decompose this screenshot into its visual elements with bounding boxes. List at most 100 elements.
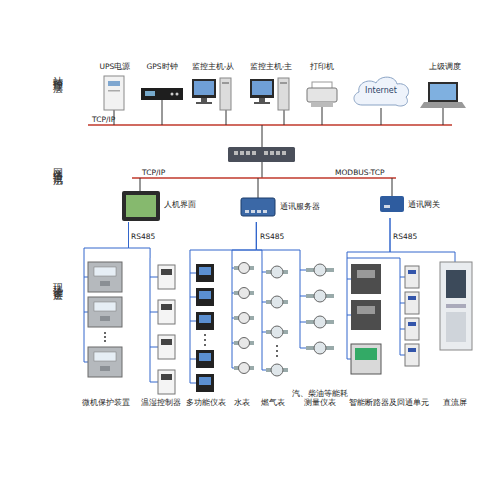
node-label: 水表 — [224, 398, 260, 408]
gas-meter-icon — [271, 326, 283, 338]
breaker-icon — [405, 266, 419, 288]
breaker-icon — [408, 322, 416, 326]
breaker-icon — [351, 300, 381, 330]
controller-icon — [158, 370, 175, 394]
comm-gateway-node: 通讯网关 — [378, 192, 458, 218]
protection-device-icon — [104, 336, 106, 338]
water-meter-icon — [239, 288, 250, 299]
node-label: 人机界面 — [164, 200, 196, 210]
node-label: 通讯网关 — [408, 200, 440, 210]
layer-label: 现场设备层 — [50, 275, 64, 285]
node-label: 直流屏 — [429, 398, 481, 408]
gateway-icon — [384, 205, 390, 208]
dc-panel-icon — [446, 270, 466, 298]
protection-device-icon — [88, 262, 122, 377]
node-label: 汽、柴油等能耗 测量仪表 — [286, 389, 354, 408]
node-text: 直流屏 — [429, 398, 481, 408]
fuel-meter-column: 汽、柴油等能耗 测量仪表 — [290, 258, 350, 408]
breaker-icon — [405, 292, 419, 314]
fuel-meter-icon — [314, 316, 326, 328]
multifunction-meter-icon — [196, 288, 214, 306]
controller-icon — [158, 265, 175, 289]
rs485-wire — [84, 258, 88, 362]
node-text: 监控主机-主 — [236, 62, 306, 71]
controller-column: 温湿控制器 — [140, 258, 182, 408]
node-label: 打印机 — [294, 62, 350, 71]
layer-label: 网络通讯层 — [50, 160, 64, 170]
breaker-icon — [351, 264, 419, 374]
water-meter-icon — [239, 313, 250, 324]
multifunction-meter-icon — [204, 334, 206, 336]
rs485-connector — [190, 222, 256, 258]
fuel-meter-icon — [314, 264, 326, 276]
protection-device-icon — [100, 281, 110, 286]
protocol-label: TCP/IP — [92, 115, 115, 124]
gps-icon — [141, 88, 183, 100]
multifunction-meter-icon — [199, 267, 211, 275]
node-label: Internet — [350, 74, 412, 108]
laptop-icon — [420, 82, 466, 108]
node-label: 通讯服务器 — [280, 202, 320, 212]
gps-icon — [171, 93, 174, 96]
bus-label: RS485 — [131, 232, 155, 241]
ups-icon — [104, 76, 124, 110]
rs485-wire — [455, 258, 456, 262]
rs485-wire — [300, 258, 306, 348]
breaker-icon — [355, 348, 377, 360]
host-icon — [192, 79, 216, 98]
multifunction-meter-icon — [196, 350, 214, 368]
protection-device-icon — [88, 262, 122, 292]
printer-icon — [307, 88, 337, 102]
node-label: 智能断路器及回通单元 — [341, 398, 437, 408]
host-icon — [250, 78, 289, 110]
breaker-icon — [408, 296, 416, 300]
dispatch-node: 上级调度 — [420, 62, 470, 112]
gas-meter-column: 燃气表 — [256, 258, 290, 408]
node-label: 微机保护装置 — [76, 398, 136, 408]
node-label: 上级调度 — [412, 62, 478, 71]
breaker-icon — [405, 344, 419, 366]
gas-meter-icon — [276, 345, 278, 347]
controller-icon — [158, 265, 175, 394]
host-icon — [220, 78, 231, 110]
protection-device-icon — [88, 297, 122, 327]
multifunction-meter-icon — [196, 374, 214, 392]
hmi-icon — [122, 191, 160, 221]
dc-panel-icon — [440, 262, 472, 350]
protocol-label: MODBUS-TCP — [335, 168, 384, 177]
dc-panel-icon — [446, 312, 466, 342]
node-label: 监控主机-主 — [236, 62, 306, 71]
gas-meter-icon — [276, 350, 278, 352]
protection-device-icon — [100, 316, 110, 321]
multifunction-meter-icon — [204, 344, 206, 346]
protocol-label: TCP/IP — [142, 168, 165, 177]
protection-device-icon — [104, 340, 106, 342]
breaker-icon — [408, 348, 416, 352]
rs485-connector — [84, 222, 128, 258]
hmi-node: 人机界面 — [120, 188, 205, 222]
meter-column: 多功能仪表 — [184, 258, 228, 408]
ethernet-bus — [140, 178, 392, 198]
internet-cloud: Internet — [350, 74, 412, 108]
breaker-icon — [351, 264, 381, 294]
breaker-icon — [408, 270, 416, 274]
host-icon — [201, 98, 207, 102]
comm-server-node: 通讯服务器 — [238, 192, 330, 222]
printer-icon — [311, 102, 333, 107]
ethernet-bus — [132, 177, 396, 179]
node-text: 温湿控制器 — [136, 398, 186, 408]
gas-meter-icon — [271, 296, 283, 308]
host-icon — [259, 98, 265, 102]
water-meter-icon — [234, 263, 254, 374]
rs485-wire — [150, 258, 158, 382]
node-text: 上级调度 — [412, 62, 478, 71]
node-text: 水表 — [224, 398, 260, 408]
dc-panel-icon — [440, 262, 472, 350]
layer-label: 站控管理层 — [50, 68, 64, 78]
host-icon — [192, 78, 231, 110]
breaker-icon — [357, 306, 375, 314]
dc-panel-column: 直流屏 — [433, 258, 477, 408]
gps-icon — [145, 91, 155, 96]
